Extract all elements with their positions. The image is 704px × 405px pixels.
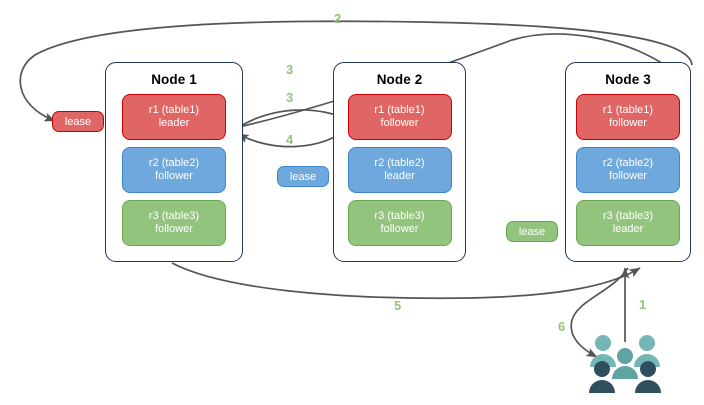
replica-name: r3 (table3): [148, 209, 200, 222]
node-title: Node 1: [151, 72, 197, 87]
node-box-1: Node 1 r1 (table1) leader r2 (table2) fo…: [105, 62, 243, 262]
replica-role: follower: [380, 223, 419, 235]
step-label-3-upper: 3: [286, 62, 294, 77]
replica-r1-node3: r1 (table1) follower: [576, 94, 680, 140]
replica-role: follower: [609, 117, 647, 129]
replica-role: follower: [609, 170, 647, 182]
replica-name: r1 (table1): [602, 103, 654, 116]
replica-r1-node1: r1 (table1) leader: [122, 94, 226, 140]
replica-r2-node1: r2 (table2) follower: [122, 147, 226, 193]
step-label-5: 5: [394, 298, 402, 313]
users-icon: [589, 335, 661, 393]
lease-chip-table3: lease: [506, 221, 558, 242]
step-label-2: 2: [334, 11, 342, 26]
users-front-row: [589, 361, 661, 393]
replica-r3-node1: r3 (table3) follower: [122, 200, 226, 246]
replica-role: leader: [158, 117, 190, 129]
node-title: Node 3: [605, 72, 651, 87]
replica-name: r3 (table3): [602, 209, 654, 222]
step-label-6: 6: [558, 319, 566, 334]
replica-role: leader: [384, 170, 415, 182]
replica-role: leader: [612, 223, 644, 235]
replica-r3-node2: r3 (table3) follower: [347, 200, 452, 246]
lease-chip-table1: lease: [52, 111, 104, 132]
replica-name: r2 (table2): [148, 156, 200, 169]
node-box-3: Node 3 r1 (table1) follower r2 (table2) …: [565, 62, 691, 262]
lease-label: lease: [64, 115, 92, 128]
step-label-1: 1: [639, 297, 647, 312]
replica-r2-node3: r2 (table2) follower: [576, 147, 680, 193]
replica-role: follower: [155, 223, 193, 235]
step-label-3-lower: 3: [286, 90, 294, 105]
replica-r2-node2: r2 (table2) leader: [347, 147, 452, 193]
replica-r1-node2: r1 (table1) follower: [347, 94, 452, 140]
node-title: Node 2: [376, 72, 423, 87]
replica-name: r1 (table1): [148, 103, 200, 116]
step-label-4: 4: [286, 132, 294, 147]
replica-role: follower: [155, 170, 193, 182]
arrow-step-5: [171, 262, 641, 300]
replica-name: r2 (table2): [602, 156, 654, 169]
replica-name: r1 (table1): [374, 103, 425, 116]
replica-name: r2 (table2): [374, 156, 425, 169]
lease-chip-table2: lease: [277, 166, 329, 187]
node-box-2: Node 2 r1 (table1) follower r2 (table2) …: [333, 62, 466, 262]
replica-r3-node3: r3 (table3) leader: [576, 200, 680, 246]
lease-label: lease: [289, 170, 317, 183]
lease-label: lease: [518, 225, 546, 238]
replica-name: r3 (table3): [374, 209, 425, 222]
replica-role: follower: [380, 117, 419, 129]
users-middle-figure: [612, 348, 638, 379]
